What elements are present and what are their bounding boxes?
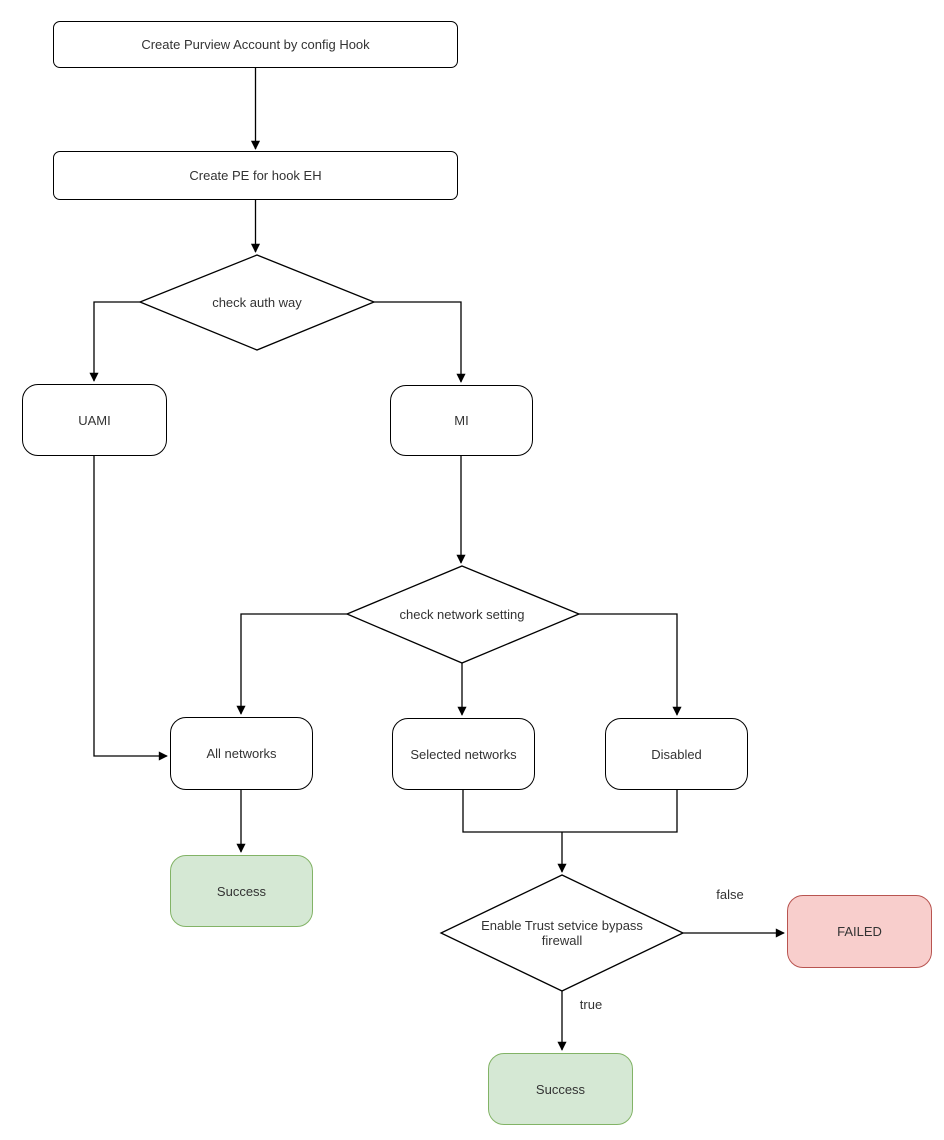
edge-check-auth-to-mi xyxy=(374,301,466,383)
decision-trust-service-shape xyxy=(439,874,685,992)
decision-check-network-shape xyxy=(345,565,581,664)
edge-merge-selected-disabled xyxy=(462,790,678,833)
decision-trust-service-label: Enable Trust setvice bypass firewall xyxy=(481,918,643,948)
decision-check-auth-shape xyxy=(138,254,376,351)
edge-check-network-to-all-networks xyxy=(236,613,347,715)
decision-check-auth-label: check auth way xyxy=(212,295,302,310)
node-uami: UAMI xyxy=(22,384,167,456)
node-mi: MI xyxy=(390,385,533,456)
edge-uami-to-all-networks xyxy=(93,456,168,761)
node-disabled: Disabled xyxy=(605,718,748,790)
node-selected-networks: Selected networks xyxy=(392,718,535,790)
node-create-purview-account: Create Purview Account by config Hook xyxy=(53,21,458,68)
node-create-pe-for-hook-eh: Create PE for hook EH xyxy=(53,151,458,200)
decision-check-network-label: check network setting xyxy=(399,607,525,622)
edge-label-false: false xyxy=(716,887,744,902)
node-failed: FAILED xyxy=(787,895,932,968)
node-success-all-networks: Success xyxy=(170,855,313,927)
edge-check-auth-to-uami xyxy=(89,301,140,382)
edge-check-network-to-disabled xyxy=(579,613,682,716)
edge-label-true: true xyxy=(579,997,603,1012)
node-all-networks: All networks xyxy=(170,717,313,790)
node-success-trust-service: Success xyxy=(488,1053,633,1125)
